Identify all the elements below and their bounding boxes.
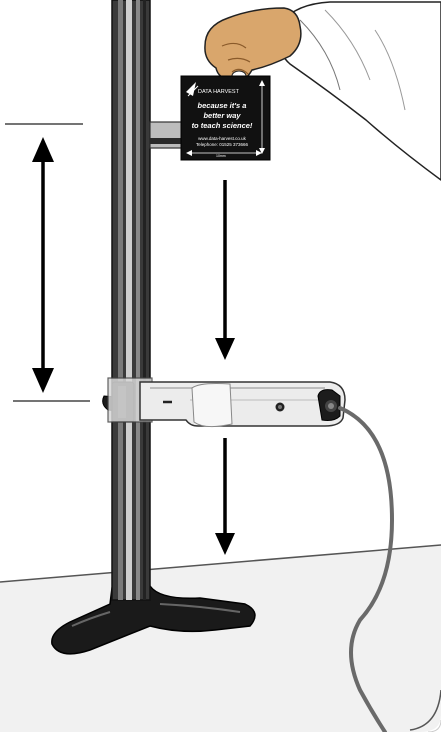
shirt-sleeve: [277, 1, 441, 181]
stand-pole: [111, 0, 151, 601]
picket-card: DATA HARVEST 10mm because it's a better …: [180, 75, 271, 161]
card-dimension-label: 10mm: [216, 154, 226, 158]
card-slogan-line-3: to teach science!: [192, 121, 253, 130]
hand: [204, 7, 302, 83]
card-dimension-arrows: 10mm: [186, 80, 265, 158]
fall-arrow-upper: [215, 180, 235, 360]
table-surface: [0, 544, 441, 732]
height-reference-lines: [5, 123, 90, 402]
sensor-cable: [338, 406, 395, 734]
card-slogan-line-2: better way: [203, 111, 241, 120]
card-telephone: Telephone: 01525 373666: [196, 142, 249, 147]
stand-base: [51, 585, 256, 655]
fall-arrow-lower: [215, 438, 235, 555]
height-arrow: [32, 137, 54, 393]
logo-text: DATA HARVEST: [198, 89, 240, 95]
cable-connector: [317, 389, 341, 421]
card-slogan-line-1: because it's a: [198, 101, 247, 110]
data-harvest-logo: DATA HARVEST: [186, 82, 240, 97]
card-website: www.data-harvest.co.uk: [198, 136, 247, 141]
light-gate-sensor: [102, 377, 346, 428]
